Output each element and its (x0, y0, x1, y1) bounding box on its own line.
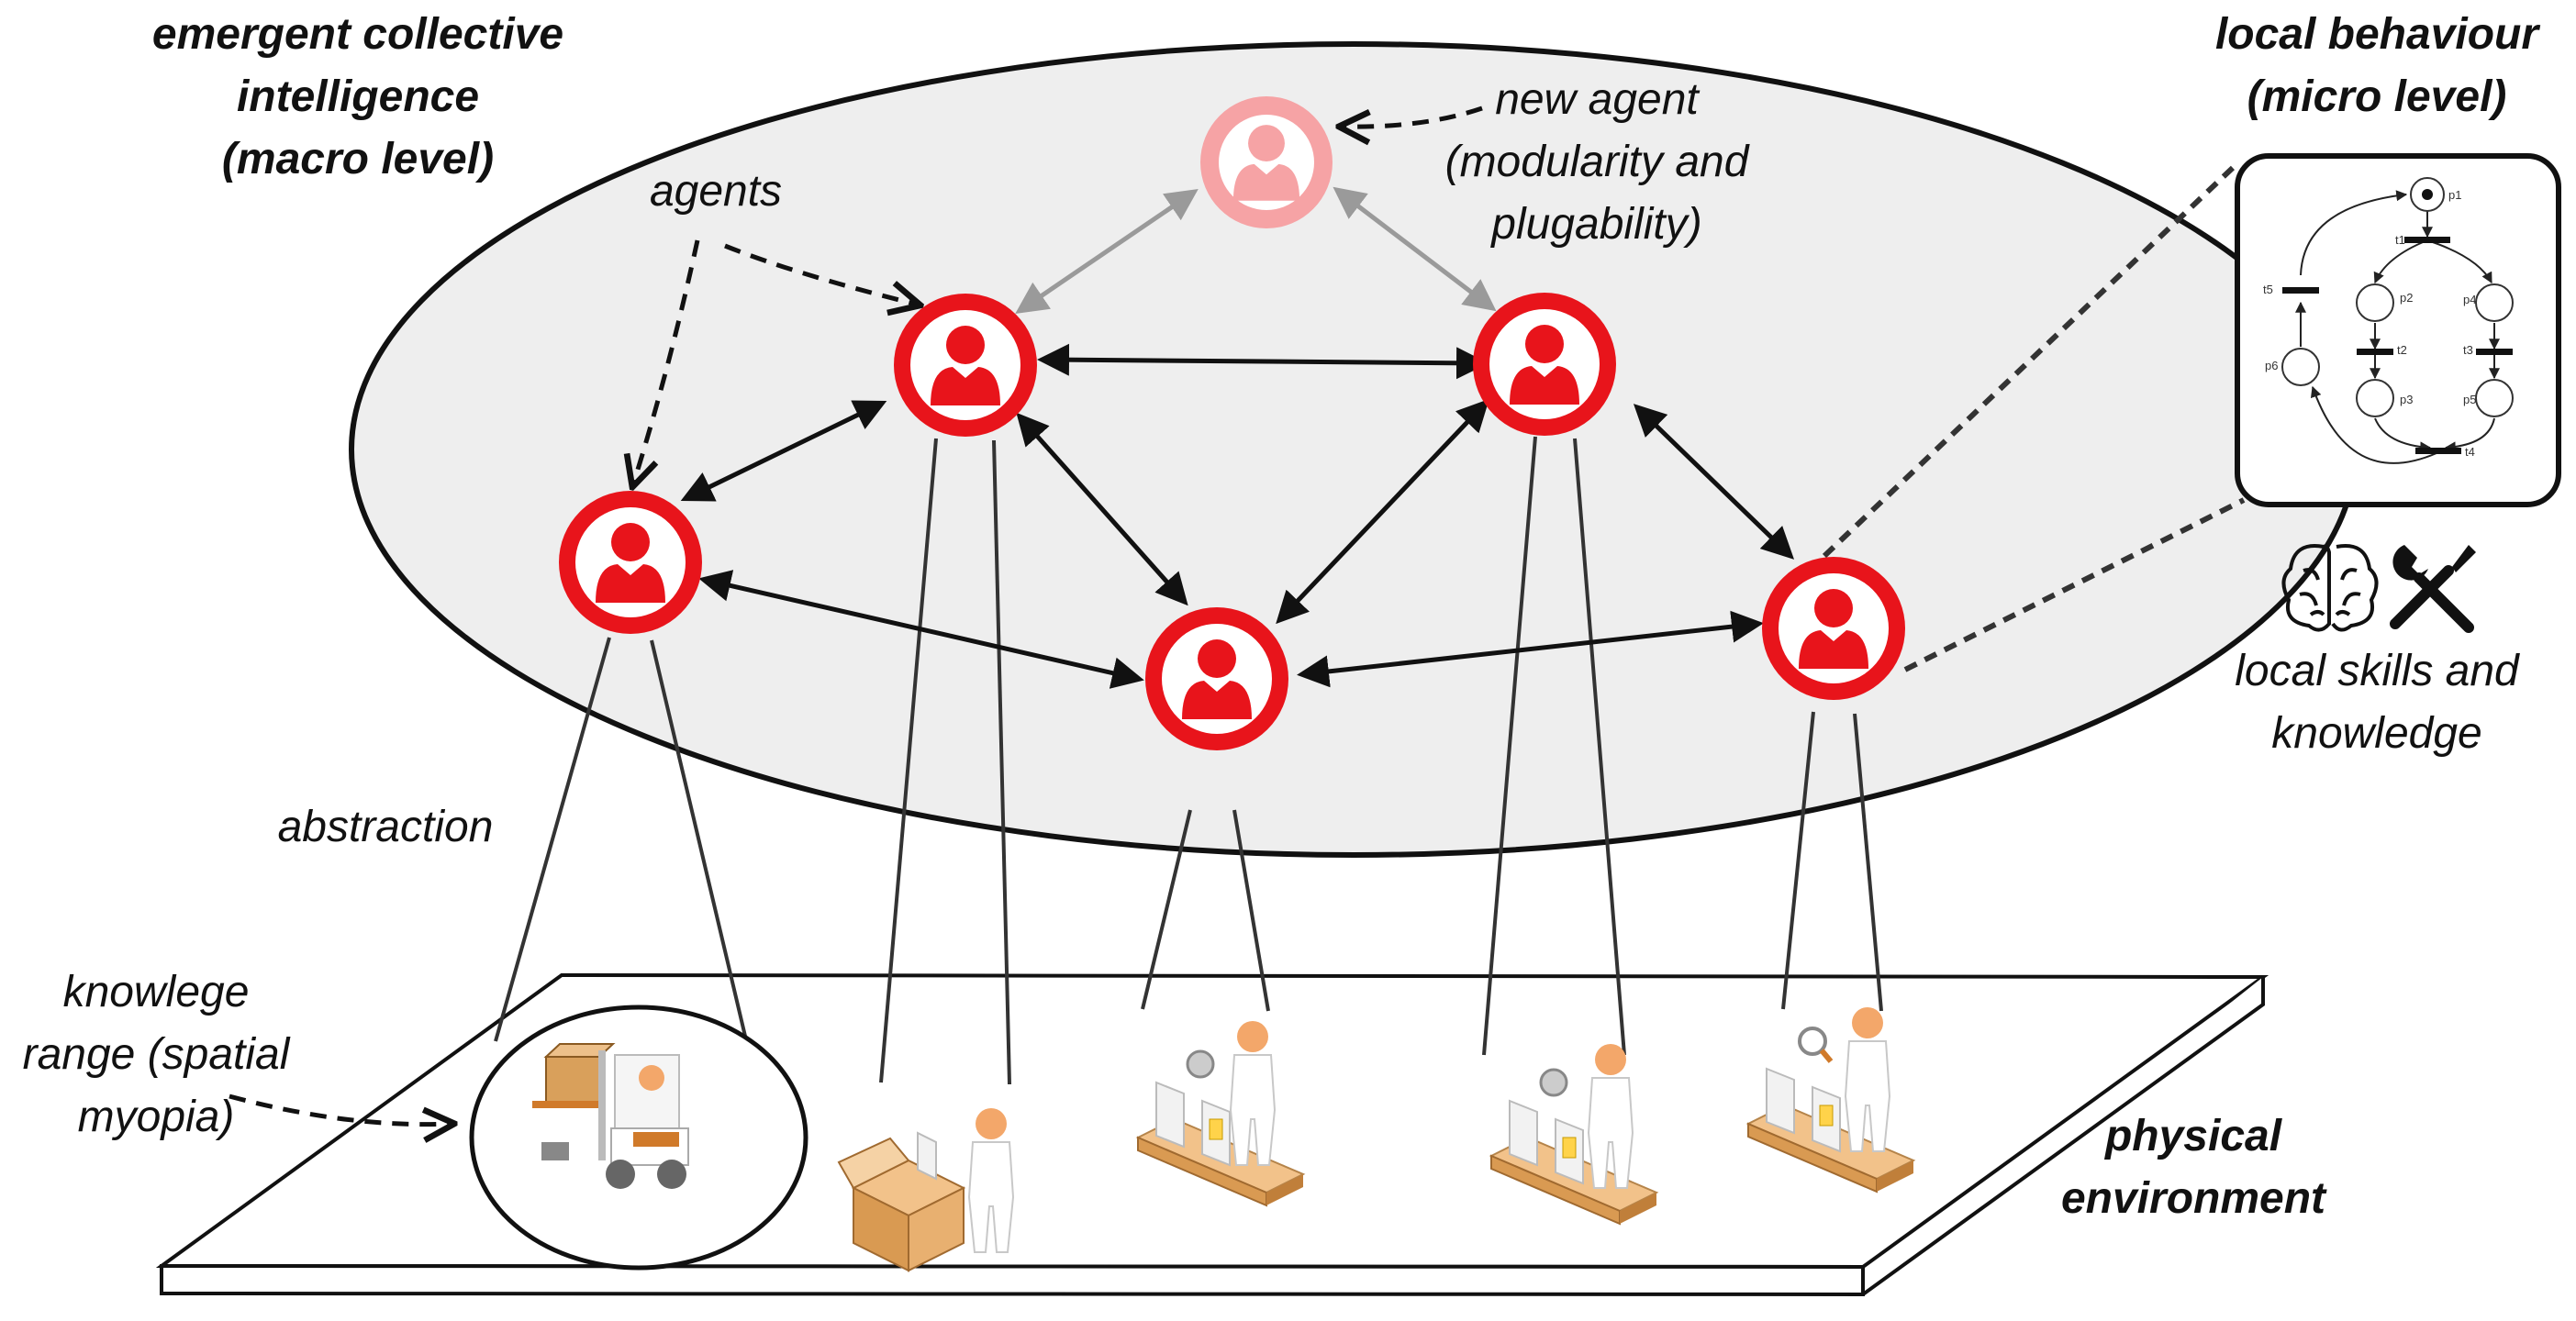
petri-transition-label: t1 (2395, 233, 2405, 247)
forklift-icon (532, 1043, 689, 1189)
assembly-station-icon (1490, 1043, 1657, 1225)
skills-label-line: knowledge (2271, 709, 2482, 758)
assembly-station-icon (1137, 1020, 1304, 1206)
petri-transition-label: t4 (2465, 445, 2475, 459)
inspection-station-icon (1747, 1006, 1914, 1193)
petri-transition-label: t5 (2263, 283, 2273, 296)
macro-level-label: emergent collective intelligence (macro … (128, 4, 587, 191)
petri-place-label: p6 (2265, 359, 2278, 372)
range-label-line: range (spatial (22, 1030, 290, 1079)
agents-label: agents (624, 161, 808, 223)
abstraction-label-text: abstraction (277, 803, 494, 851)
micro-label-line: local behaviour (2214, 10, 2539, 59)
range-label-line: knowlege (62, 968, 250, 1016)
range-label-line: myopia) (77, 1093, 235, 1141)
packing-station-icon (837, 1107, 1014, 1272)
new-agent-node[interactable] (1200, 96, 1333, 228)
petri-place-label: p4 (2463, 293, 2476, 306)
agent-node[interactable] (1145, 607, 1288, 750)
petri-place-label: p3 (2400, 393, 2413, 406)
agent-node[interactable] (559, 491, 702, 634)
local-skills-label: local skills and knowledge (2184, 640, 2570, 765)
petri-transition-label: t3 (2463, 343, 2473, 357)
physical-label-line: physical (2104, 1112, 2282, 1160)
new-agent-label-line: (modularity and (1444, 138, 1749, 186)
petri-place-label: p5 (2463, 393, 2476, 406)
macro-label-line: (macro level) (221, 135, 495, 183)
micro-label-line: (micro level) (2247, 72, 2507, 121)
knowledge-range-label: knowlege range (spatial myopia) (0, 961, 312, 1149)
petri-net-box: p1 p2 p3 p4 p5 p6 t1 t2 t3 t4 t5 (2235, 153, 2561, 507)
tools-icon (2390, 545, 2476, 633)
agents-label-text: agents (649, 167, 783, 216)
abstraction-lines (494, 436, 1883, 1146)
new-agent-label: new agent (modularity and plugability) (1422, 69, 1771, 256)
abstraction-label: abstraction (239, 796, 532, 859)
agent-node[interactable] (894, 294, 1037, 437)
macro-label-line: emergent collective (151, 10, 564, 59)
physical-label-line: environment (2060, 1174, 2326, 1223)
new-agent-links (1015, 186, 1497, 314)
new-agent-label-line: plugability) (1491, 200, 1702, 249)
physical-environment-label: physical environment (2037, 1105, 2349, 1230)
brain-icon (2281, 544, 2379, 632)
micro-level-label: local behaviour (micro level) (2184, 4, 2570, 128)
agent-node[interactable] (1762, 557, 1905, 700)
petri-place-label: p1 (2448, 188, 2461, 202)
agent-node[interactable] (1473, 293, 1616, 436)
macro-label-line: intelligence (236, 72, 480, 121)
skills-label-line: local skills and (2235, 647, 2519, 695)
petri-transition-label: t2 (2397, 343, 2407, 357)
micro-level-connectors (1822, 162, 2246, 672)
agent-links (680, 343, 1795, 689)
petri-place-label: p2 (2400, 291, 2413, 305)
new-agent-label-line: new agent (1495, 75, 1699, 124)
annotation-arrows (229, 105, 1483, 1125)
